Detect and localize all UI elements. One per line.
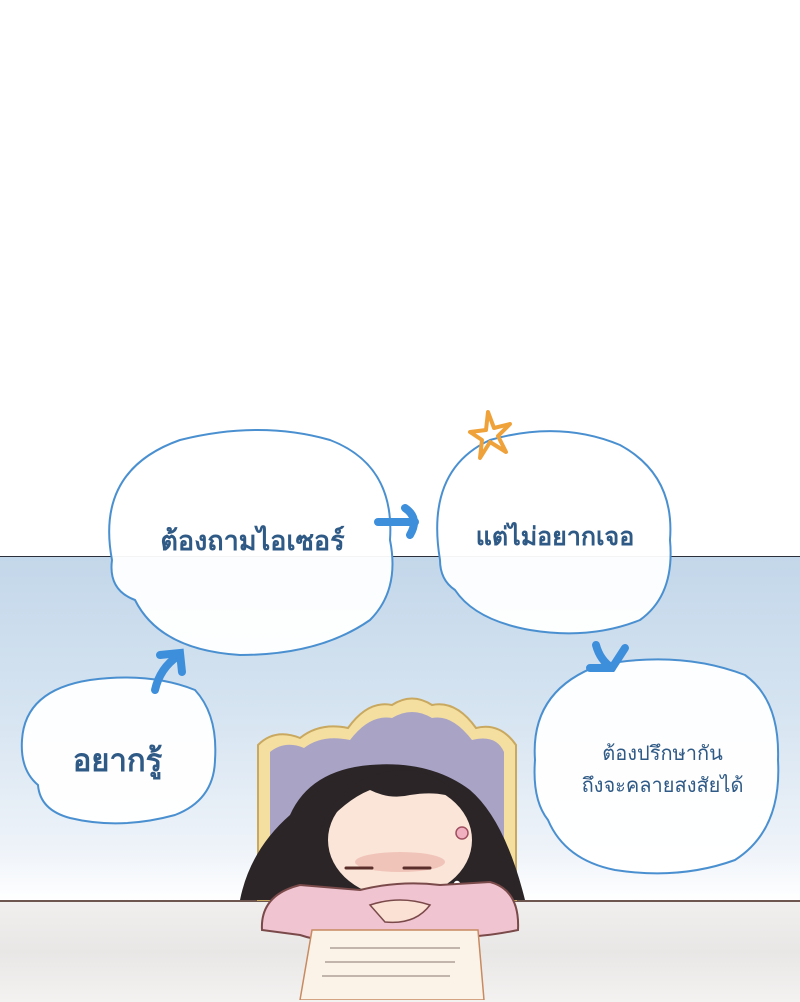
hair-clip [455,826,469,840]
bubble-text-must-consult: ต้องปรึกษากัน ถึงจะคลายสงสัยได้ [545,737,780,801]
bubble-text-must-ask: ต้องถามไอเซอร์ [160,526,345,557]
bubble-text-dont-want-meet: แต่ไม่อยากเจอ [475,522,635,551]
bubble-line-1: ต้องปรึกษากัน [602,741,723,765]
bubble-want-to-know [20,676,217,825]
papers [299,929,485,1000]
bubble-dont-want-meet [436,430,672,635]
star-icon [468,410,512,460]
arrow-right-icon [374,504,419,539]
arrow-down-right-icon [586,641,629,672]
white-gutter [0,0,800,556]
bubble-must-ask [108,429,394,657]
bubble-line-2: ถึงจะคลายสงสัยได้ [581,773,744,797]
bubble-text-want-to-know: อยากรู้ [72,743,163,779]
arrow-up-right-icon [151,648,186,694]
